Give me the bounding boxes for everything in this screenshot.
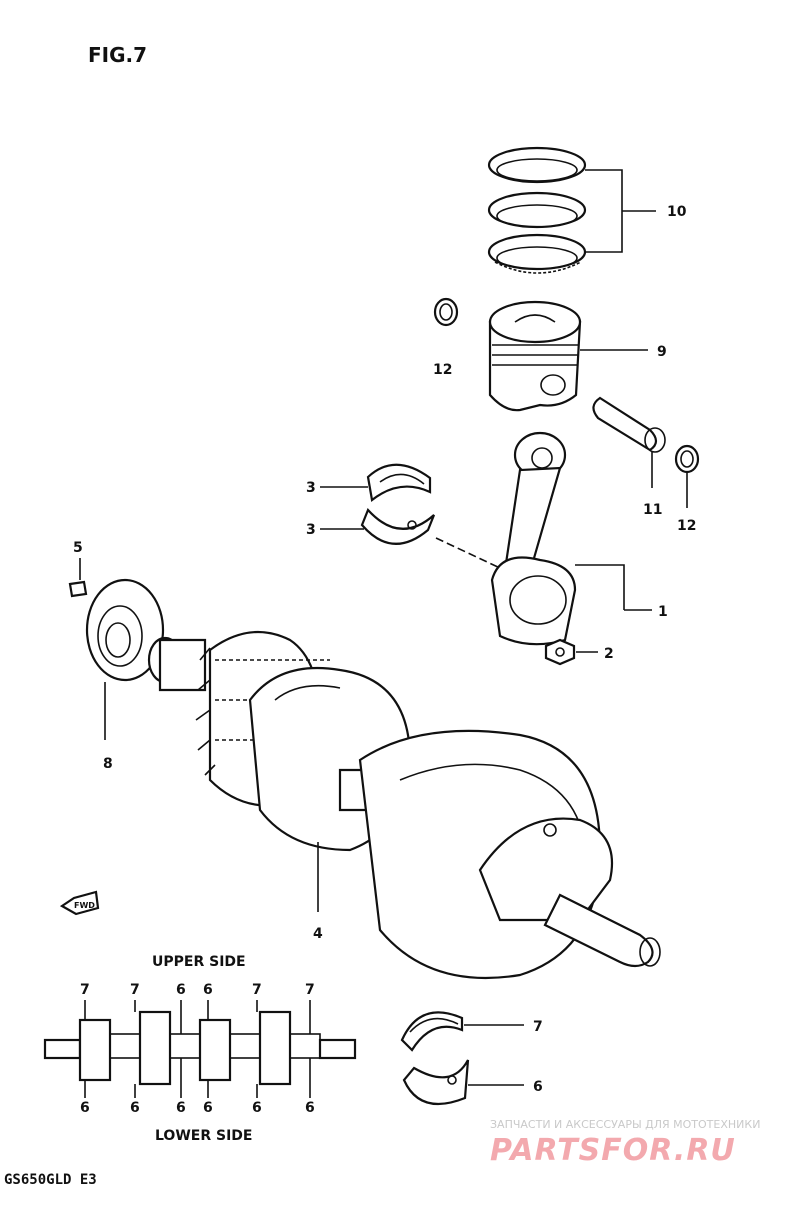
crank-bearing-upper bbox=[400, 1011, 464, 1052]
watermark-logo: PARTSFOR.RU bbox=[490, 1133, 736, 1168]
model-caption: GS650GLD E3 bbox=[4, 1172, 97, 1188]
upper-codes: 7 7 6 6 7 7 bbox=[80, 982, 315, 998]
lower-code-3: 6 bbox=[176, 1100, 186, 1116]
lower-code-6: 6 bbox=[305, 1100, 315, 1116]
conrod-nut bbox=[544, 638, 576, 666]
callout-8: 8 bbox=[103, 756, 113, 772]
oil-seal bbox=[85, 578, 165, 682]
upper-code-2: 7 bbox=[130, 982, 140, 998]
lower-code-4: 6 bbox=[203, 1100, 213, 1116]
upper-code-4: 6 bbox=[203, 982, 213, 998]
upper-leader-lines bbox=[84, 1000, 311, 1034]
upper-code-1: 7 bbox=[80, 982, 90, 998]
connecting-rod bbox=[490, 431, 577, 646]
circlip-left bbox=[433, 297, 459, 327]
figure-title: FIG.7 bbox=[88, 43, 147, 67]
callout-12b: 12 bbox=[677, 518, 696, 534]
upper-code-6: 7 bbox=[305, 982, 315, 998]
fwd-label: FWD bbox=[74, 901, 95, 910]
callout-7: 7 bbox=[533, 1019, 543, 1035]
dowel-pin bbox=[68, 580, 88, 598]
circlip-right bbox=[674, 444, 700, 474]
lower-code-5: 6 bbox=[252, 1100, 262, 1116]
upper-code-3: 6 bbox=[176, 982, 186, 998]
callout-12a: 12 bbox=[433, 362, 452, 378]
callout-2: 2 bbox=[604, 646, 614, 662]
piston bbox=[488, 300, 582, 412]
watermark-tagline: ЗАПЧАСТИ И АКСЕССУАРЫ ДЛЯ МОТОТЕХНИКИ bbox=[490, 1118, 760, 1131]
conrod-bearing-upper bbox=[366, 463, 432, 503]
callout-10: 10 bbox=[667, 204, 687, 220]
lower-code-2: 6 bbox=[130, 1100, 140, 1116]
callout-6: 6 bbox=[533, 1079, 543, 1095]
mini-crankshaft bbox=[43, 1010, 357, 1086]
crank-bearing-lower bbox=[402, 1059, 470, 1106]
lower-leader-lines bbox=[84, 1058, 311, 1098]
callout-3b: 3 bbox=[306, 522, 316, 538]
crankshaft bbox=[147, 630, 661, 980]
callout-9: 9 bbox=[657, 344, 667, 360]
callout-4: 4 bbox=[313, 926, 323, 942]
callout-1: 1 bbox=[658, 604, 668, 620]
piston-rings bbox=[487, 146, 587, 274]
lower-side-label: LOWER SIDE bbox=[155, 1128, 252, 1144]
conrod-bearing-lower bbox=[360, 507, 436, 545]
lower-codes: 6 6 6 6 6 6 bbox=[80, 1100, 315, 1116]
callout-5: 5 bbox=[73, 540, 83, 556]
callout-11: 11 bbox=[643, 502, 662, 518]
fwd-arrow-icon bbox=[59, 890, 100, 916]
callout-3a: 3 bbox=[306, 480, 316, 496]
upper-code-5: 7 bbox=[252, 982, 262, 998]
piston-pin bbox=[592, 396, 666, 453]
upper-side-label: UPPER SIDE bbox=[152, 954, 246, 970]
lower-code-1: 6 bbox=[80, 1100, 90, 1116]
